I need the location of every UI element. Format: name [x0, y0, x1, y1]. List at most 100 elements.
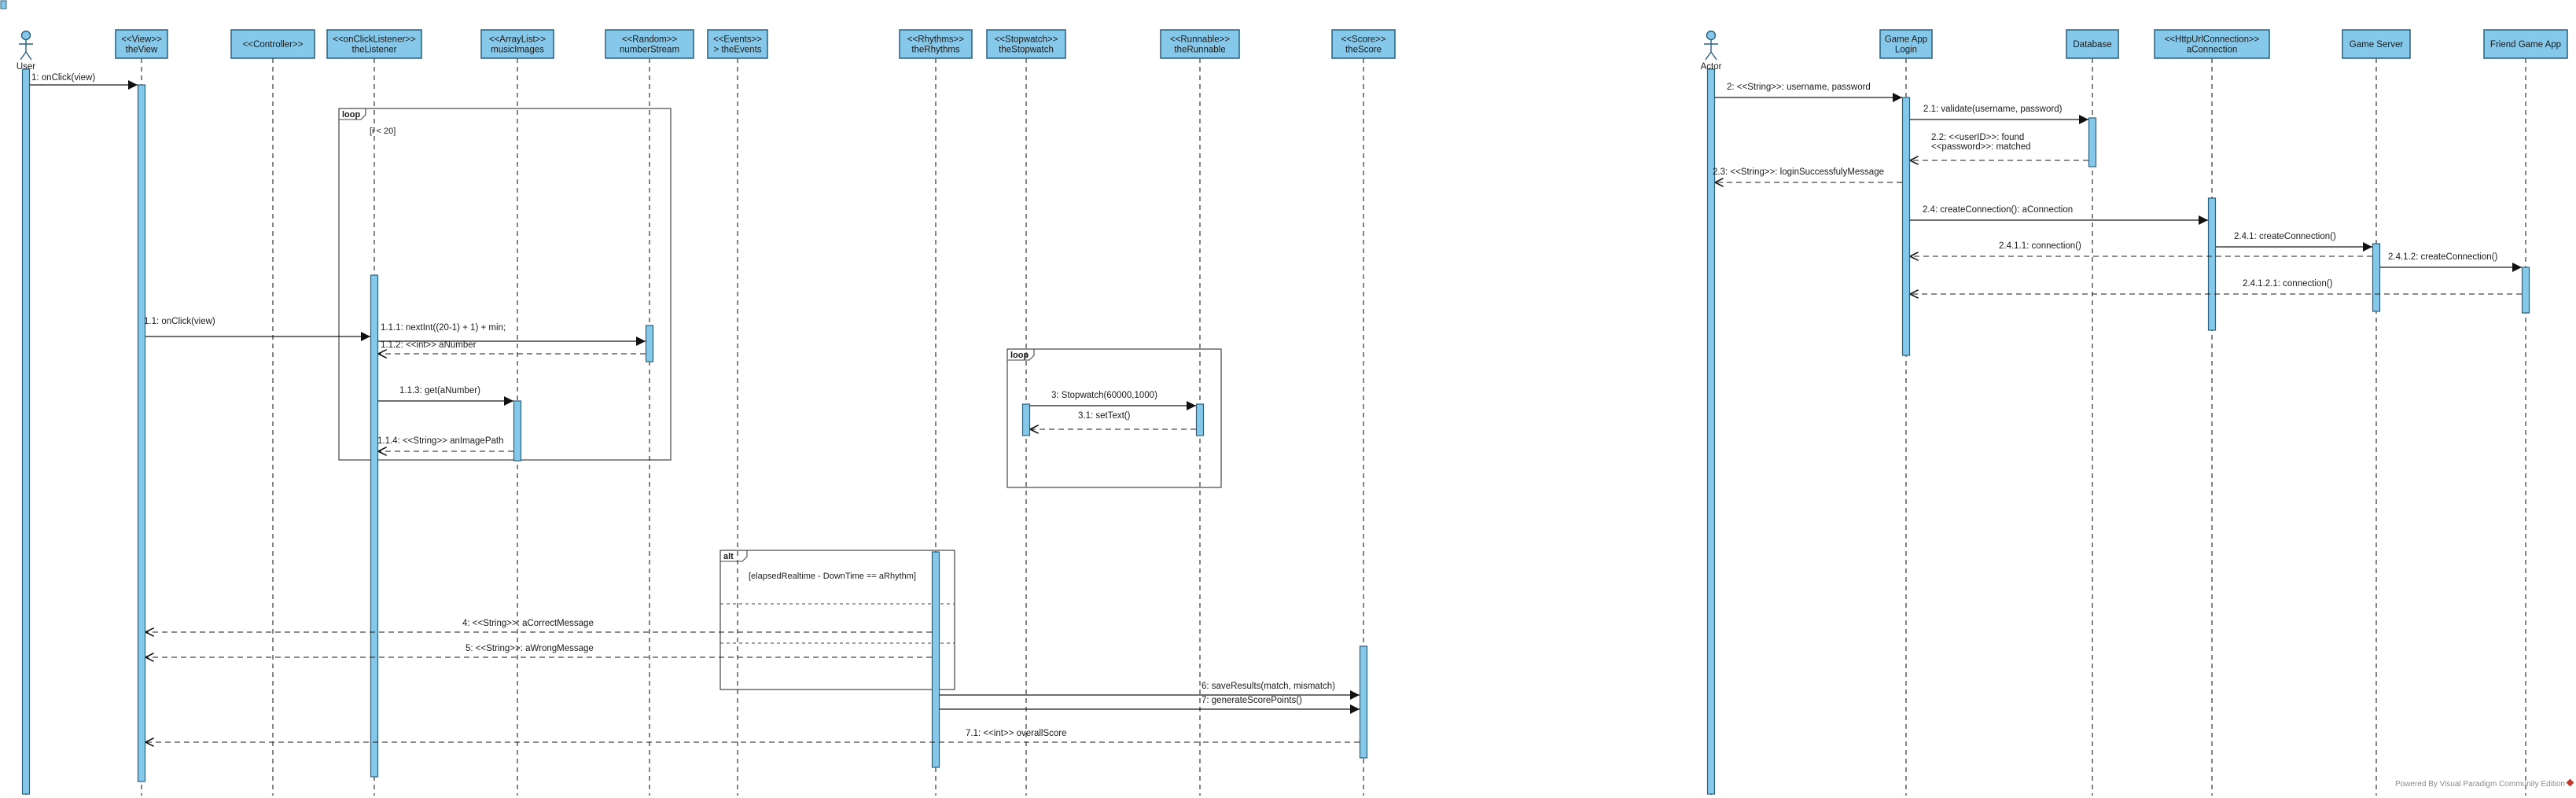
message-label: 2.4.1.1: connection(): [1999, 241, 2081, 251]
message[interactable]: 1.1.4: <<String>> anImagePath: [377, 436, 513, 451]
message-label: 7.1: <<int>> overallScore: [966, 729, 1067, 738]
message-label: 3.1: setText(): [1078, 411, 1131, 421]
message-label: 5: <<String>>: aWrongMessage: [466, 644, 594, 653]
activation-bar[interactable]: [2207, 197, 2217, 331]
activation-bar[interactable]: [2372, 243, 2381, 312]
activation-bar[interactable]: [513, 400, 522, 462]
actor-label: User: [17, 62, 35, 72]
activation-bar[interactable]: [1901, 97, 1911, 356]
message[interactable]: 1.1.1: nextInt((20-1) + 1) + min;: [378, 323, 646, 346]
actor-label: Actor: [1701, 62, 1722, 72]
message[interactable]: 7.1: <<int>> overallScore: [145, 729, 1360, 742]
message[interactable]: 2.2: <<userID>>: found<<password>>: matc…: [1910, 133, 2088, 160]
participant-label: <<Random>>: [622, 35, 678, 45]
actor-actor[interactable]: Actor: [1701, 30, 1722, 72]
fragment-guard: [elapsedRealtime - DownTime == aRhythm]: [749, 572, 916, 581]
participant-label: Database: [2073, 40, 2111, 50]
participant-label: <<Rhythms>>: [907, 35, 965, 45]
activation-bar[interactable]: [21, 68, 31, 795]
fragment-alt[interactable]: alt [elapsedRealtime - DownTime == aRhyth…: [719, 550, 955, 690]
message-label: 2: <<String>>: username, password: [1727, 83, 1871, 92]
activation-bar[interactable]: [2521, 267, 2530, 314]
activation-bar[interactable]: [1021, 403, 1031, 436]
watermark: Powered By Visual Paradigm Community Edi…: [2395, 780, 2565, 789]
fragment-tag: alt: [723, 552, 734, 561]
participant-label: <<ArrayList>>: [489, 35, 546, 45]
activation-bar[interactable]: [931, 551, 940, 768]
participant-label: musicImages: [491, 46, 544, 55]
message[interactable]: 1.1.2: <<int>> aNumber: [378, 340, 646, 354]
message[interactable]: 1: onClick(view): [30, 73, 138, 90]
message[interactable]: 2.4: createConnection(): aConnection: [1910, 205, 2208, 225]
message[interactable]: 7: generateScorePoints(): [940, 696, 1360, 714]
activation-bar[interactable]: [370, 274, 379, 778]
fragment-tag: loop: [1010, 351, 1029, 360]
participant-label: Game Server: [2350, 40, 2404, 50]
participant-random[interactable]: <<Random>>numberStream: [605, 29, 694, 59]
activation-bar[interactable]: [137, 84, 146, 782]
participant-score[interactable]: <<Score>>theScore: [1331, 29, 1396, 59]
participant-server[interactable]: Game Server: [2342, 29, 2411, 59]
participant-label: numberStream: [620, 46, 679, 55]
message[interactable]: 3: Stopwatch(60000,1000): [1030, 391, 1196, 410]
message[interactable]: 2: <<String>>: username, password: [1715, 83, 1902, 102]
participant-label: > theEvents: [713, 46, 761, 55]
participant-events[interactable]: <<Events>>> theEvents: [707, 29, 768, 59]
participant-database[interactable]: Database: [2066, 29, 2119, 59]
participant-friend[interactable]: Friend Game App: [2483, 29, 2568, 59]
message-label: 1.1.1: nextInt((20-1) + 1) + min;: [381, 323, 506, 333]
message-label: 4: <<String>>: aCorrectMessage: [462, 619, 594, 628]
activation-bar[interactable]: [1195, 403, 1205, 436]
activation-bar[interactable]: [645, 325, 654, 362]
participant-runnable[interactable]: <<Runnable>>theRunnable: [1160, 29, 1240, 59]
fragment-loop[interactable]: loop: [1006, 348, 1222, 488]
actor-user[interactable]: User: [17, 30, 35, 72]
participant-label: Login: [1895, 46, 1917, 55]
message-label: 2.4: createConnection(): aConnection: [1923, 205, 2073, 215]
message[interactable]: 2.4.1.1: connection(): [1910, 241, 2372, 256]
message-label: 2.1: validate(username, password): [1923, 105, 2063, 114]
message[interactable]: 2.4.1.2: createConnection(): [2380, 252, 2522, 272]
message-label: 1: onClick(view): [31, 73, 95, 83]
message[interactable]: 1.1.3: get(aNumber): [378, 386, 513, 406]
message-label: 1.1: onClick(view): [144, 317, 215, 326]
participant-label: theScore: [1345, 46, 1382, 55]
participant-controller[interactable]: <<Controller>>: [230, 29, 315, 59]
message[interactable]: 2.4.1: createConnection(): [2216, 232, 2372, 252]
message-label: 1.1.3: get(aNumber): [399, 386, 480, 395]
participant-label: theStopwatch: [999, 46, 1054, 55]
message[interactable]: 2.3: <<String>>: loginSuccessfulyMessage: [1713, 167, 1902, 182]
message-label: <<password>>: matched: [1931, 142, 2031, 152]
fragment-loop[interactable]: loop[i < 20]: [338, 108, 672, 461]
participant-music[interactable]: <<ArrayList>>musicImages: [480, 29, 554, 59]
message-label: 2.2: <<userID>>: found: [1931, 133, 2024, 142]
message[interactable]: 1.1: onClick(view): [144, 317, 370, 341]
message[interactable]: 4: <<String>>: aCorrectMessage: [145, 619, 932, 632]
participant-label: <<HttpUrlConnection>>: [2165, 35, 2260, 45]
message-label: 1.1.2: <<int>> aNumber: [381, 340, 477, 350]
corner-handle[interactable]: [0, 0, 7, 9]
message[interactable]: 5: <<String>>: aWrongMessage: [145, 644, 932, 657]
message[interactable]: 2.4.1.2.1: connection(): [1910, 279, 2522, 294]
participant-label: theRunnable: [1174, 46, 1225, 55]
message-label: 2.4.1.2.1: connection(): [2243, 279, 2333, 289]
participant-stopwatch[interactable]: <<Stopwatch>>theStopwatch: [986, 29, 1066, 59]
activation-bar[interactable]: [1706, 68, 1716, 795]
participant-label: <<Stopwatch>>: [995, 35, 1058, 45]
activation-bar[interactable]: [2088, 117, 2097, 167]
participant-label: theView: [126, 46, 158, 55]
activation-bar[interactable]: [1359, 645, 1368, 759]
participant-rhythms[interactable]: <<Rhythms>>theRhythms: [899, 29, 973, 59]
participant-label: theListener: [352, 46, 397, 55]
message[interactable]: 2.1: validate(username, password): [1910, 105, 2088, 124]
watermark-logo-icon: [2566, 778, 2574, 787]
message[interactable]: 6: saveResults(match, mismatch): [940, 682, 1360, 700]
participant-label: <<Score>>: [1341, 35, 1386, 45]
participant-label: aConnection: [2187, 46, 2238, 55]
participant-listener[interactable]: <<onClickListener>>theListener: [326, 29, 422, 59]
participant-view[interactable]: <<View>>theView: [115, 29, 168, 59]
participant-label: <<Events>>: [713, 35, 762, 45]
message[interactable]: 3.1: setText(): [1030, 411, 1196, 429]
participant-conn[interactable]: <<HttpUrlConnection>>aConnection: [2154, 29, 2270, 59]
